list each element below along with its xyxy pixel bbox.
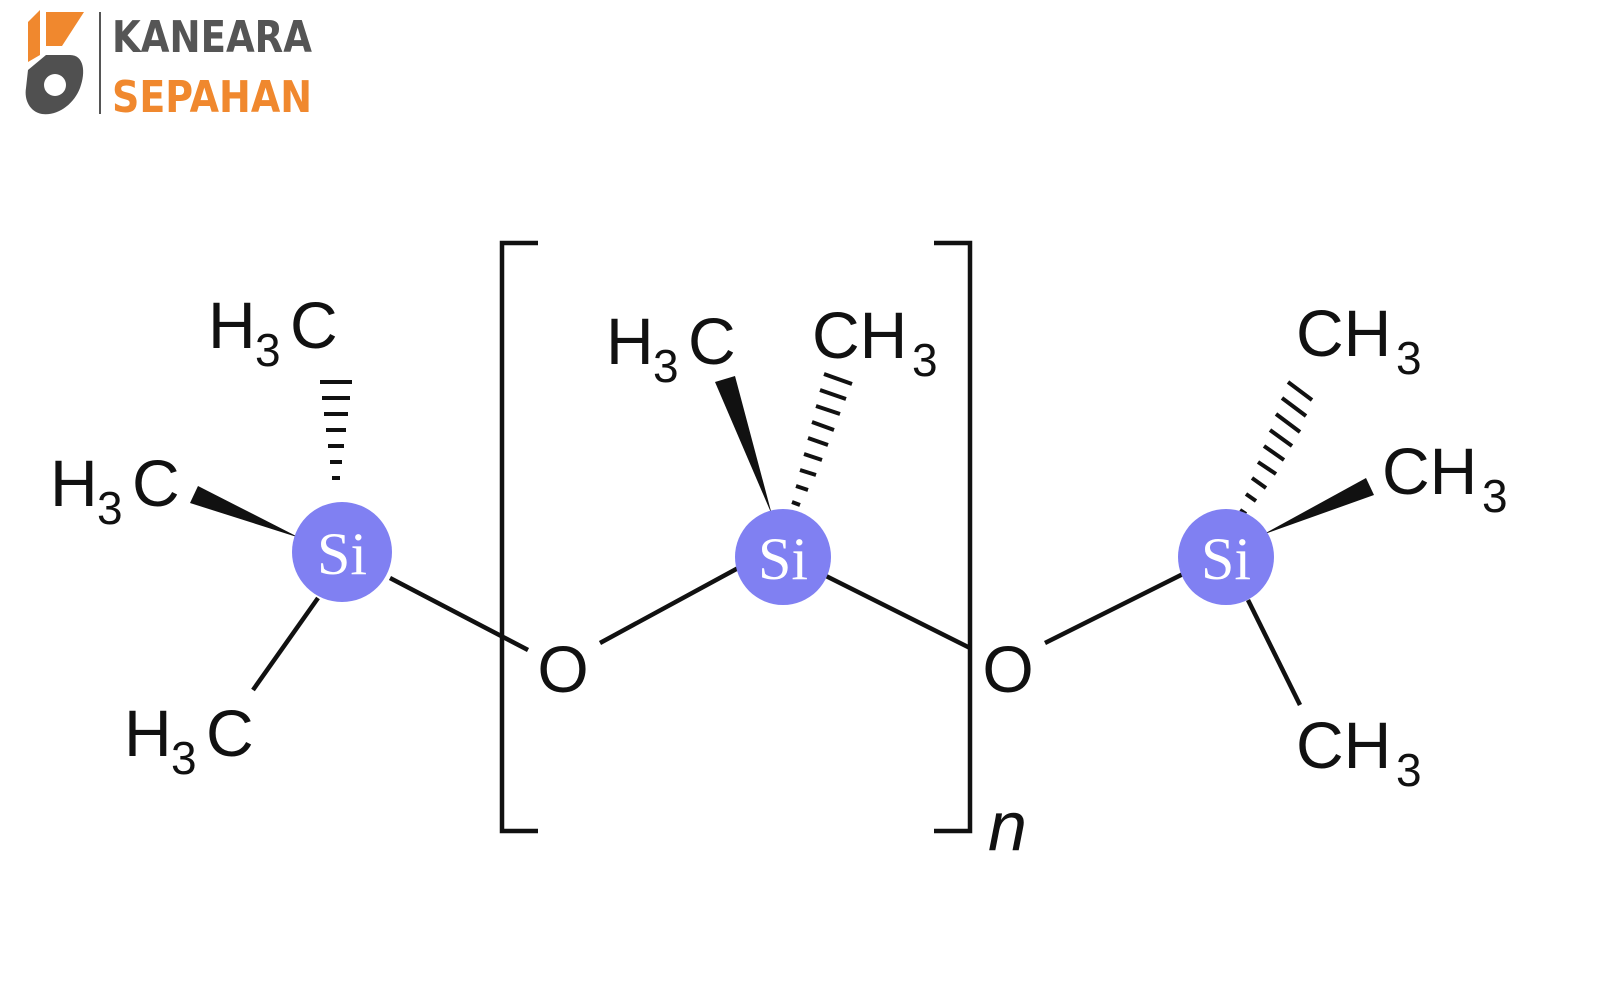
methyl-group-bottom-right: CH 3: [1296, 708, 1422, 796]
methyl-h: H: [124, 696, 172, 770]
bond-o1-si2: [598, 565, 742, 645]
methyl-group-top-left: H 3 C: [208, 288, 338, 376]
methyl-group-mid-left: H 3 C: [50, 446, 180, 534]
logo-text-bottom: SEPAHAN: [112, 72, 312, 123]
methyl-group-top-right: CH 3: [1296, 296, 1422, 384]
silicon-label: Si: [758, 526, 808, 592]
left-bracket: [499, 240, 538, 834]
methyl-c: C: [206, 696, 254, 770]
oxygen-atom-right: O: [982, 632, 1033, 706]
hashed-bond-si2-up: [791, 372, 853, 507]
methyl-subscript: 3: [1396, 332, 1422, 384]
oxygen-atom-left: O: [537, 632, 588, 706]
methyl-h: H: [606, 304, 654, 378]
methyl-h: H: [208, 288, 256, 362]
methyl-ch: CH: [1296, 296, 1391, 370]
right-bracket: [934, 240, 973, 834]
methyl-subscript: 3: [171, 732, 197, 784]
silicon-atom-left: Si: [292, 502, 392, 602]
company-logo: KANEARA SEPAHAN: [25, 10, 312, 123]
silicon-label: Si: [1201, 526, 1251, 592]
hashed-bond-si1-up: [320, 380, 352, 480]
repeat-index-n: n: [988, 787, 1027, 865]
methyl-c: C: [132, 446, 180, 520]
methyl-group-center-left: H 3 C: [606, 304, 736, 392]
methyl-subscript: 3: [1482, 470, 1508, 522]
bond-si2-o2: [824, 573, 972, 651]
logo-mark-icon: [25, 10, 84, 115]
bond-o2-si3: [1043, 570, 1187, 646]
methyl-subscript: 3: [97, 482, 123, 534]
bond-si3-ch3-lower: [1245, 599, 1303, 706]
methyl-subscript: 3: [255, 324, 281, 376]
methyl-group-mid-right: CH 3: [1382, 434, 1508, 522]
wedge-bond-si1-left: [190, 486, 300, 538]
wedge-bond-si3-right: [1262, 478, 1374, 535]
methyl-c: C: [290, 288, 338, 362]
methyl-group-bottom-left: H 3 C: [124, 696, 254, 784]
methyl-subscript: 3: [912, 334, 938, 386]
logo-text-top: KANEARA: [112, 12, 312, 63]
methyl-group-center-right: CH 3: [812, 298, 938, 386]
silicon-label: Si: [317, 521, 367, 587]
wedge-bond-si2-up: [715, 376, 772, 515]
methyl-ch: CH: [812, 298, 907, 372]
methyl-ch: CH: [1296, 708, 1391, 782]
methyl-subscript: 3: [653, 340, 679, 392]
methyl-c: C: [688, 304, 736, 378]
hashed-bond-si3-up: [1238, 380, 1314, 516]
bond-si1-ch3-lower: [251, 596, 320, 692]
bond-si1-o1: [388, 576, 530, 652]
methyl-h: H: [50, 446, 98, 520]
methyl-ch: CH: [1382, 434, 1477, 508]
silicon-atom-center: Si: [735, 509, 831, 605]
silicon-atom-right: Si: [1178, 509, 1274, 605]
methyl-subscript: 3: [1396, 744, 1422, 796]
